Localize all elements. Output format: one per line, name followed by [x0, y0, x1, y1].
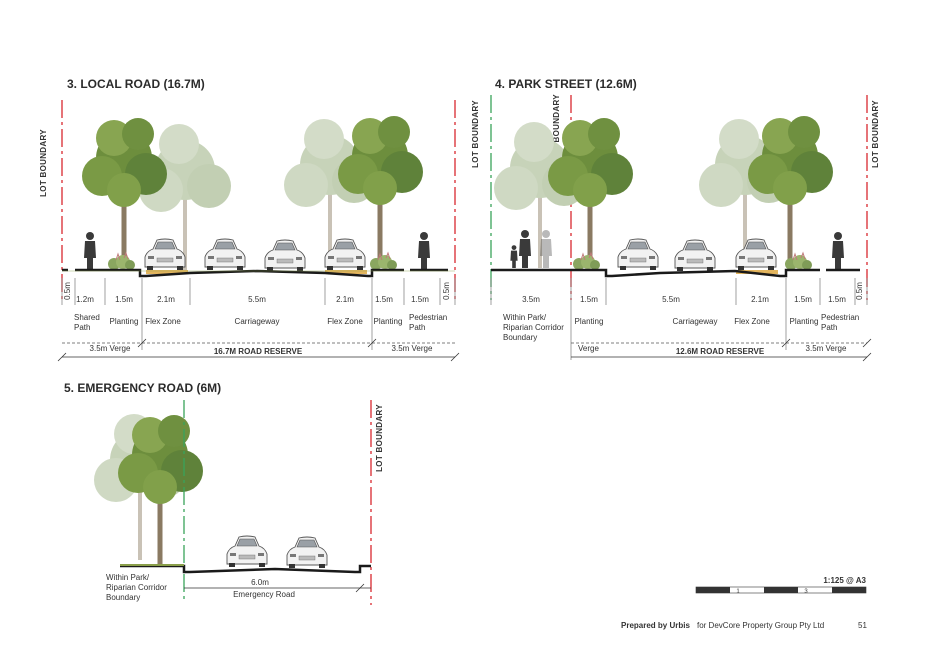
lot-boundary-left-label: LOT BOUNDARY [39, 129, 48, 197]
scale-ticks: 0 1 2 3 4 5 [704, 589, 864, 595]
lot-boundary-right-label: LOT BOUNDARY [871, 100, 880, 168]
svg-text:2.1m: 2.1m [751, 295, 769, 304]
car-icon [264, 239, 306, 272]
svg-text:2.1m: 2.1m [157, 295, 175, 304]
scale-bar: 1:125 @ A3 0 1 2 3 4 5 [695, 576, 867, 595]
lot-boundary-right-label: LOT BOUNDARY [375, 404, 384, 472]
svg-text:Boundary: Boundary [503, 333, 537, 342]
road-reserve-label: 16.7M ROAD RESERVE [214, 347, 303, 356]
car-icon [674, 239, 716, 272]
page-number: 51 [858, 621, 867, 630]
park-boundary-label: Within Park/ Riparian Corridor Boundary [106, 573, 167, 602]
svg-text:0.5m: 0.5m [63, 282, 72, 300]
flex-zone-paving [325, 270, 367, 274]
svg-text:1.5m: 1.5m [115, 295, 133, 304]
emergency-road-label: Emergency Road [233, 590, 295, 599]
prepared-by: Prepared by Urbis [621, 621, 690, 630]
svg-text:3: 3 [804, 589, 808, 595]
svg-text:1.5m: 1.5m [794, 295, 812, 304]
child-pedestrian-icon [510, 245, 518, 268]
svg-text:0.5m: 0.5m [855, 282, 864, 300]
pedestrian-icon [832, 232, 844, 270]
verge-right-label: 3.5m Verge [806, 344, 847, 353]
svg-text:Path: Path [821, 323, 837, 332]
svg-text:Carriageway: Carriageway [235, 317, 280, 326]
parked-car-icon [144, 238, 186, 271]
svg-text:Flex Zone: Flex Zone [327, 317, 363, 326]
road-reserve-label: 12.6M ROAD RESERVE [676, 347, 765, 356]
dimension-ticks [61, 278, 456, 350]
car-icon [286, 536, 328, 569]
svg-text:Flex Zone: Flex Zone [734, 317, 770, 326]
lot-boundary-right-label: LOT BOUNDARY [471, 100, 480, 168]
svg-text:Path: Path [409, 323, 425, 332]
svg-text:5: 5 [860, 589, 864, 595]
lot-boundary-left-label: LOT BOUNDARY [552, 94, 561, 162]
svg-text:Flex Zone: Flex Zone [145, 317, 181, 326]
car-icon [204, 238, 246, 271]
car-icon [226, 535, 268, 568]
planting-icon [572, 252, 601, 271]
emergency-road-title: 5. EMERGENCY ROAD (6M) [64, 381, 221, 395]
svg-text:Boundary: Boundary [106, 593, 140, 602]
svg-text:4: 4 [836, 589, 840, 595]
svg-text:Planting: Planting [374, 317, 403, 326]
zone-labels: Shared Path Planting Flex Zone Carriagew… [74, 313, 447, 332]
svg-text:1.5m: 1.5m [411, 295, 429, 304]
svg-text:2.1m: 2.1m [336, 295, 354, 304]
svg-text:Pedestrian: Pedestrian [409, 313, 447, 322]
svg-text:0.5m: 0.5m [442, 282, 451, 300]
client-credit: for DevCore Property Group Pty Ltd [697, 621, 824, 630]
dimension-ticks [490, 278, 868, 360]
svg-text:Riparian Corridor: Riparian Corridor [106, 583, 167, 592]
svg-text:1.5m: 1.5m [828, 295, 846, 304]
svg-text:2: 2 [770, 589, 774, 595]
pedestrian-icon [84, 232, 96, 270]
road-profile [120, 564, 371, 574]
svg-text:Riparian Corridor: Riparian Corridor [503, 323, 564, 332]
verge-right-label: 3.5m Verge [392, 344, 433, 353]
dimension-label: 6.0m [251, 578, 269, 587]
svg-text:1.5m: 1.5m [375, 295, 393, 304]
verge-left-label: Verge [578, 344, 599, 353]
footer: Prepared by Urbis for DevCore Property G… [621, 621, 867, 630]
park-street-section: 4. PARK STREET (12.6M) LOT BOUNDARY LOT … [490, 77, 880, 362]
road-profile [62, 268, 448, 278]
road-profile [491, 268, 860, 278]
flex-zone-paving [736, 270, 778, 274]
local-road-section: 3. LOCAL ROAD (16.7M) LOT BOUNDARY LOT B… [39, 77, 480, 362]
dimension-labels: 0.5m 1.2m 1.5m 2.1m 5.5m 2.1m 1.5m 1.5m … [63, 282, 451, 304]
flex-zone-paving [146, 270, 188, 274]
svg-text:0: 0 [704, 589, 708, 595]
svg-text:5.5m: 5.5m [248, 295, 266, 304]
svg-text:1.5m: 1.5m [580, 295, 598, 304]
svg-text:3.5m: 3.5m [522, 295, 540, 304]
svg-text:Carriageway: Carriageway [673, 317, 718, 326]
parked-car-icon [735, 238, 777, 271]
svg-text:Within Park/: Within Park/ [503, 313, 547, 322]
verge-left-label: 3.5m Verge [90, 344, 131, 353]
svg-text:Within Park/: Within Park/ [106, 573, 150, 582]
local-road-title: 3. LOCAL ROAD (16.7M) [67, 77, 205, 91]
svg-text:Planting: Planting [575, 317, 604, 326]
svg-text:Planting: Planting [790, 317, 819, 326]
svg-text:Planting: Planting [110, 317, 139, 326]
scale-label: 1:125 @ A3 [823, 576, 866, 585]
svg-text:1.2m: 1.2m [76, 295, 94, 304]
svg-text:Path: Path [74, 323, 90, 332]
svg-text:1: 1 [736, 589, 740, 595]
svg-text:Shared: Shared [74, 313, 100, 322]
dimension-labels: 3.5m 1.5m 5.5m 2.1m 1.5m 1.5m 0.5m [522, 282, 864, 304]
pedestrian-icon [519, 230, 531, 268]
park-street-title: 4. PARK STREET (12.6M) [495, 77, 637, 91]
svg-text:5.5m: 5.5m [662, 295, 680, 304]
car-icon [617, 238, 659, 271]
pedestrian-icon [418, 232, 430, 270]
emergency-road-section: 5. EMERGENCY ROAD (6M) LOT BOUNDARY 6.0m… [64, 381, 384, 605]
svg-text:Pedestrian: Pedestrian [821, 313, 859, 322]
zone-labels: Within Park/ Riparian Corridor Boundary … [503, 313, 859, 342]
planting-icon [369, 252, 398, 271]
planting-icon [107, 252, 136, 271]
